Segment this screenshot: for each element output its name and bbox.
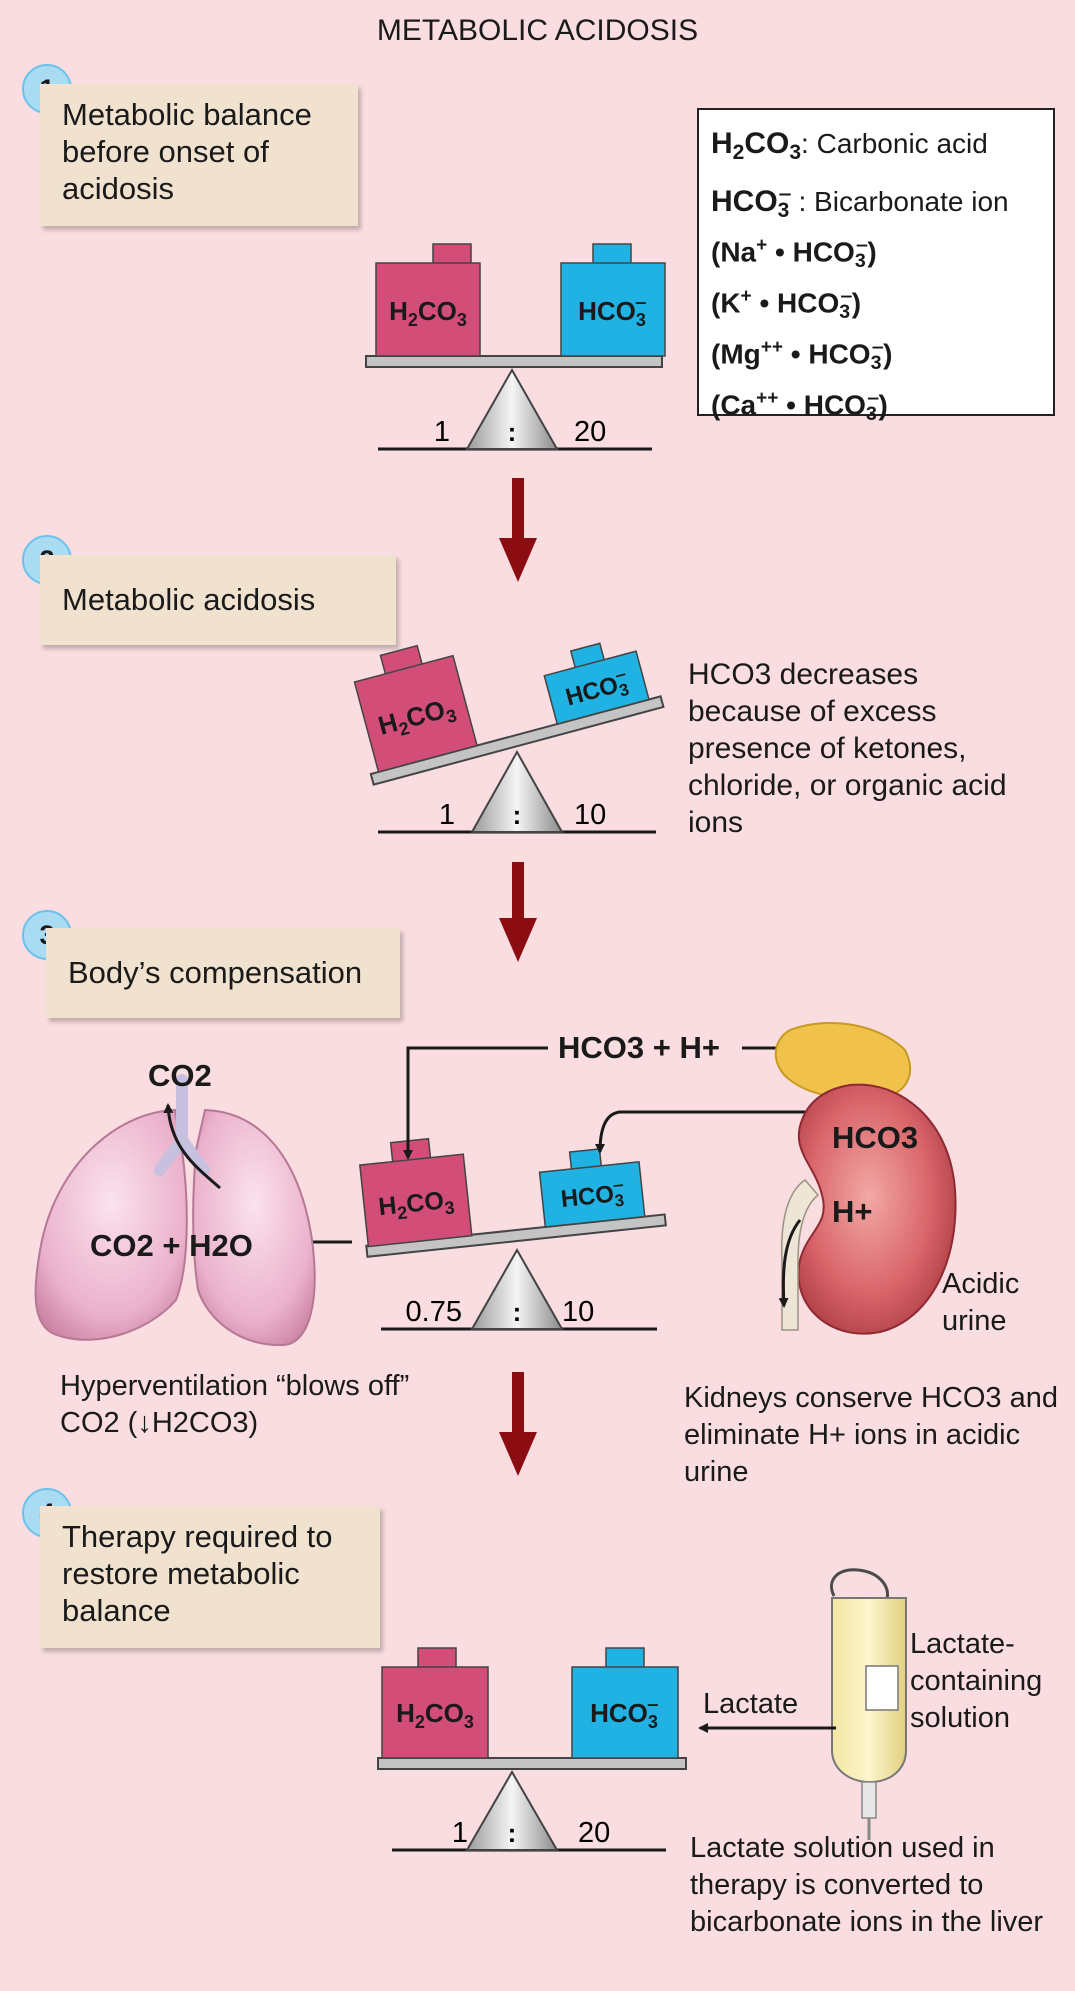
step-2-label: Metabolic acidosis [62,582,316,617]
reaction-label: HCO3 + H+ [558,1030,720,1065]
step-2-box: Metabolic acidosis [40,555,396,645]
weight-hco3-2: HCO3‒ [543,642,650,725]
right-lung [192,1108,316,1347]
down-arrow-3 [499,1372,537,1476]
kidney-caption: Kidneys conserve HCO3 and eliminate H+ i… [684,1382,1058,1488]
scale-step-1: H2CO3 HCO3‒ : 1 20 [365,243,666,451]
legend-box: H2CO3: Carbonic acid HCO3‒ : Bicarbonate… [697,108,1055,425]
weight-hco3-1: HCO3‒ [560,243,666,357]
kidney-h-label: H+ [832,1194,873,1229]
weight-h2co3-3: H2CO3 [359,1137,473,1248]
ratio-1-left: 1 [434,416,450,448]
svg-text::: : [508,417,517,447]
reaction-to-h2co3-arrow [403,1046,548,1160]
ratio-2-left: 1 [439,799,455,831]
kidney [797,1083,957,1335]
svg-text:H2CO3: H2CO3 [389,296,467,330]
down-arrow-2 [499,862,537,962]
kidney-to-hco3-arrow [595,1110,810,1154]
lactate-arrow-label: Lactate [703,1688,799,1720]
step-3-label: Body’s compensation [68,955,363,990]
kidney-illustration [774,1021,957,1335]
down-arrow-1 [499,478,537,582]
scale-4-fulcrum [465,1769,559,1851]
lung-reaction-label: CO2 + H2O [90,1228,253,1263]
kidney-hco3-label: HCO3 [832,1120,919,1155]
bag-label: Lactate-containing solution [910,1628,1043,1734]
scale-1-fulcrum [465,367,559,450]
legend-row-bicarbonate: HCO3‒ : Bicarbonate ion [711,183,1009,223]
legend-desc-bicarbonate: : Bicarbonate ion [798,186,1009,218]
scale-4-beam [377,1757,687,1770]
lungs-illustration [34,1074,316,1347]
ratio-4-right: 20 [578,1817,610,1849]
scale-2-beam [369,695,665,786]
left-lung [34,1108,188,1341]
lung-caption: Hyperventilation “blows off” CO2 (↓H2CO3… [60,1370,410,1439]
legend-row-sodium: (Na+ • HCO3‒) [711,235,877,272]
acidic-urine-label: Acidic urine [942,1268,1020,1337]
svg-text:HCO3‒: HCO3‒ [578,292,646,330]
svg-text:HCO3‒: HCO3‒ [590,1694,658,1732]
urine-arrow [778,1219,802,1308]
step-3-box: Body’s compensation [46,928,400,1018]
ratio-4-left: 1 [452,1817,468,1849]
weight-h2co3-2: H2CO3 [353,644,478,773]
scale-3-fulcrum [470,1247,564,1330]
legend-row-carbonic-acid: H2CO3: Carbonic acid [711,127,988,164]
exhale-arrow [163,1103,222,1190]
ratio-3-left: 0.75 [406,1296,462,1328]
weight-h2co3-1: H2CO3 [375,243,481,357]
scale-1-beam [365,355,663,368]
scale-step-2: H2CO3 HCO3‒ : 1 10 [353,642,665,834]
page-title: METABOLIC ACIDOSIS [376,14,699,47]
scale-step-3: H2CO3 HCO3‒ : 0.75 10 [359,1137,667,1331]
bag-label-patch [865,1665,899,1711]
scale-2-fulcrum [470,749,564,833]
flow-arrows [499,478,537,1476]
step-1-label: Metabolic balance before onset of acidos… [62,97,312,206]
ratio-1-right: 20 [574,416,606,448]
legend-row-calcium: (Ca++ • HCO3‒) [711,388,888,425]
svg-text:H2CO3: H2CO3 [377,1185,456,1225]
ratio-3-right: 10 [562,1296,594,1328]
scale-step-4: H2CO3 HCO3‒ : 1 20 [377,1647,687,1852]
step-4-box: Therapy required to restore metabolic ba… [40,1506,380,1648]
svg-text::: : [513,1297,522,1327]
legend-desc-carbonic-acid: : Carbonic acid [801,128,988,159]
svg-text::: : [508,1818,517,1848]
step-4-caption: Lactate solution used in therapy is conv… [690,1832,1044,1938]
weight-hco3-4: HCO3‒ [571,1647,679,1759]
weight-hco3-3: HCO3‒ [538,1148,646,1228]
iv-bag-illustration [698,1568,907,1840]
step-4-label: Therapy required to restore metabolic ba… [62,1519,333,1628]
lung-co2-label: CO2 [148,1058,212,1093]
legend-row-potassium: (K+ • HCO3‒) [711,286,862,323]
ureter [781,1179,820,1331]
step-1-box: Metabolic balance before onset of acidos… [40,84,358,226]
ratio-2-right: 10 [574,799,606,831]
weight-h2co3-4: H2CO3 [381,1647,489,1759]
legend-row-magnesium: (Mg++ • HCO3‒) [711,337,893,374]
svg-text:H2CO3: H2CO3 [396,1698,474,1732]
bag-hook [830,1568,889,1603]
step-2-note-text: HCO3 decreases because of excess presenc… [688,658,1007,839]
drip-chamber [861,1781,877,1819]
step-2-note: HCO3 decreases because of excess presenc… [688,656,1018,841]
svg-text::: : [513,800,522,830]
scale-3-beam [365,1213,667,1258]
